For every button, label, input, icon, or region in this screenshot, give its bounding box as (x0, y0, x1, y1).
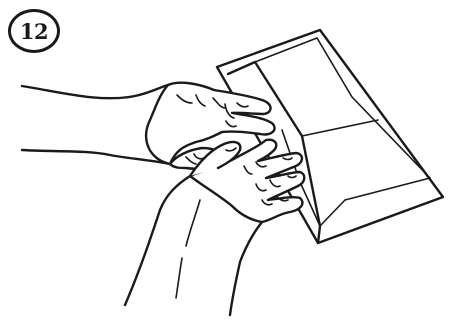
step-number: 12 (20, 21, 48, 42)
lower-hand-icon (125, 140, 304, 315)
step-number-badge: 12 (8, 9, 60, 53)
